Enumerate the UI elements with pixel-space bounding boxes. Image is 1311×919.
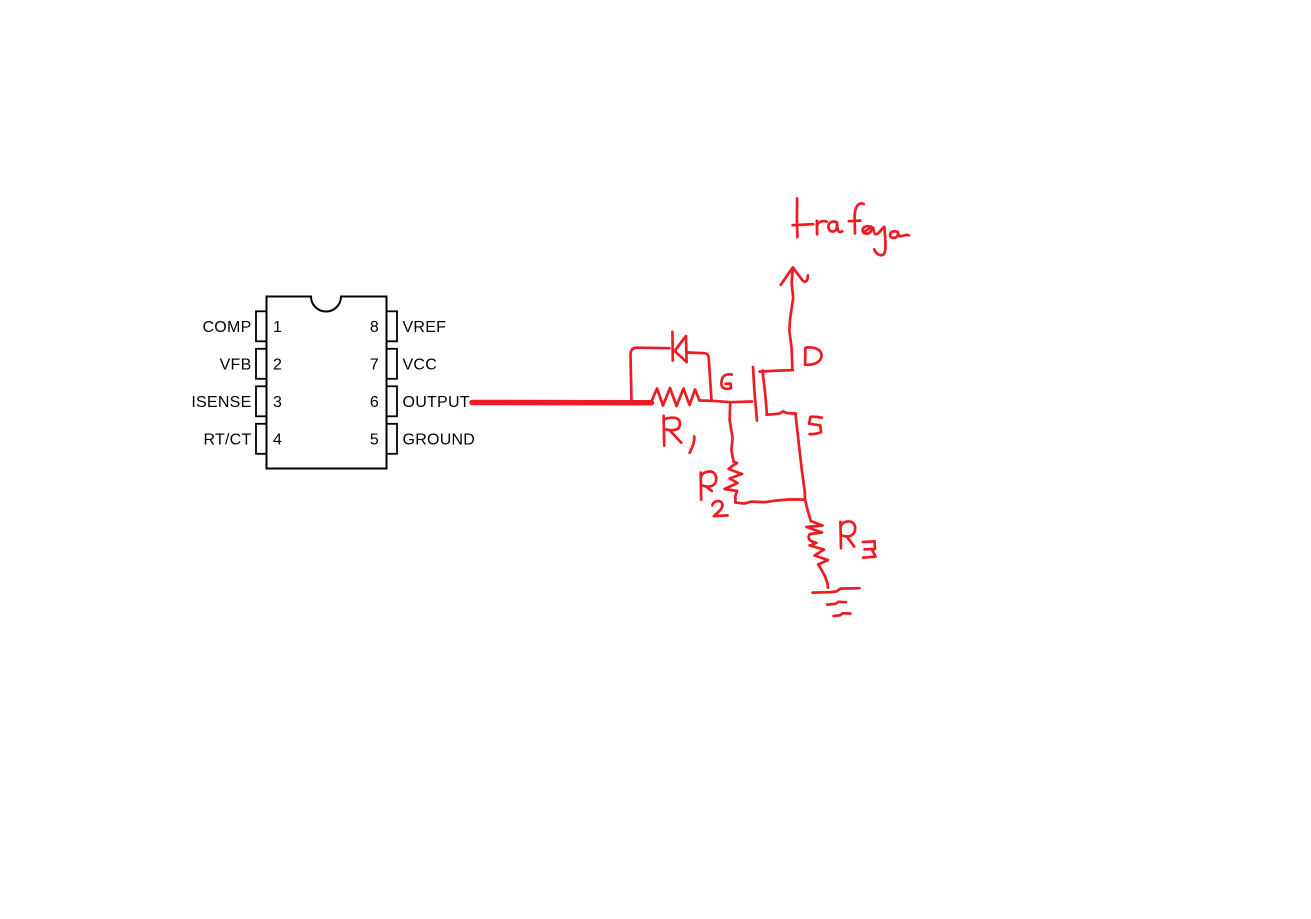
gate-wire	[698, 399, 754, 404]
pin-number-7: 7	[370, 357, 379, 374]
pin-label-output: OUTPUT	[403, 394, 470, 411]
arrow-head-to-transformer	[779, 266, 810, 287]
ic-package: COMP VFB ISENSE RT/CT 1 2 3 4 8 7 6 5 VR…	[191, 295, 476, 470]
pin-label-isense: ISENSE	[191, 394, 251, 411]
ic-pin-box-7	[385, 347, 398, 380]
ic-pin-box-2	[255, 347, 268, 380]
diode-triangle	[673, 334, 688, 364]
source-to-r3-wire	[803, 498, 813, 523]
ic-pin-box-6	[385, 385, 398, 418]
pin-number-5: 5	[370, 432, 379, 449]
pin-label-comp: COMP	[203, 319, 252, 336]
pin-number-2: 2	[273, 357, 282, 374]
sketch-label-drain	[803, 346, 823, 367]
pin-number-4: 4	[273, 432, 282, 449]
mosfet-channel-bar	[761, 369, 769, 416]
sketch-label-gate	[720, 373, 734, 391]
r2-riser-wire	[728, 401, 735, 463]
ic-pin-box-3	[255, 385, 268, 418]
pin-label-vref: VREF	[403, 319, 447, 336]
pin-label-rtct: RT/CT	[203, 432, 251, 449]
sketch-label-r3	[839, 520, 877, 559]
ic-pin-box-5	[385, 422, 398, 455]
pin-label-ground: GROUND	[403, 432, 476, 449]
r2-bottom-wire	[734, 498, 807, 505]
mosfet-source-tap	[765, 410, 798, 417]
resistor-r3-zigzag	[805, 519, 830, 590]
sketch-label-r2	[699, 470, 729, 518]
pin-number-6: 6	[370, 394, 379, 411]
pin-label-vfb: VFB	[220, 357, 252, 374]
ic-body	[265, 295, 388, 470]
resistor-r1-zigzag	[649, 386, 701, 408]
mosfet-drain-tap	[758, 368, 795, 373]
sketch-label-source	[807, 415, 824, 436]
ic-pin-box-8	[385, 310, 398, 343]
mosfet-gate-bar	[751, 365, 759, 422]
ic-pin-box-1	[255, 310, 268, 343]
pin-number-3: 3	[273, 394, 282, 411]
ground-stroke-1	[811, 586, 861, 594]
ground-stroke-2	[825, 600, 848, 606]
sketch-label-trafoya	[791, 197, 911, 257]
source-drop-wire	[794, 412, 807, 501]
diode-right-drop	[686, 351, 713, 402]
ground-stroke-3	[832, 611, 852, 618]
ic-pin-box-4	[255, 422, 268, 455]
sketch-label-r1	[662, 414, 696, 455]
drain-riser-wire	[787, 269, 795, 372]
diode-left-riser	[629, 346, 671, 403]
pin-label-vcc: VCC	[403, 357, 438, 374]
pin-number-1: 1	[273, 319, 282, 336]
resistor-r2-zigzag	[723, 460, 744, 504]
pin-number-8: 8	[370, 319, 379, 336]
sketch-circuit	[469, 197, 911, 618]
